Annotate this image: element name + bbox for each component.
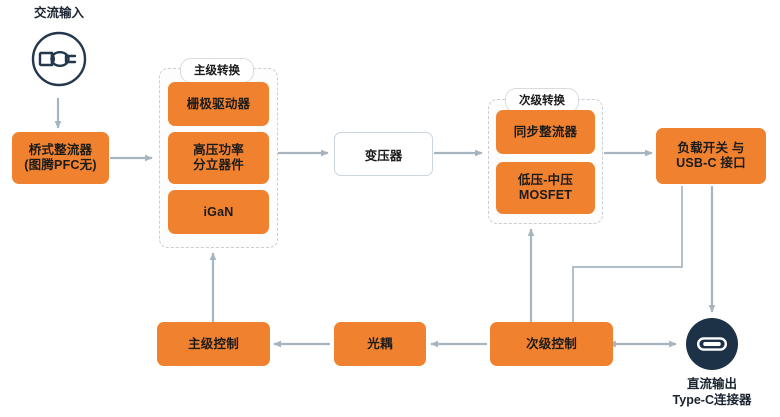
bridge-rectifier-line2: (图腾PFC无) — [24, 158, 97, 172]
gate-driver-block[interactable]: 栅极驱动器 — [168, 82, 269, 126]
gate-driver-label: 栅极驱动器 — [186, 96, 251, 111]
sync-rectifier-label: 同步整流器 — [513, 124, 578, 139]
secondary-conversion-group-label: 次级转换 — [505, 88, 579, 113]
primary-control-block[interactable]: 主级控制 — [157, 322, 270, 366]
igan-label: iGaN — [203, 204, 234, 219]
ac-plug-icon — [30, 30, 88, 88]
optocoupler-block[interactable]: 光耦 — [334, 322, 426, 366]
secondary-control-block[interactable]: 次级控制 — [490, 322, 613, 366]
transformer-label: 变压器 — [364, 148, 403, 163]
usb-c-output-caption-line2: Type-C连接器 — [672, 393, 752, 407]
ac-input-label: 交流输入 — [33, 6, 84, 20]
bridge-rectifier-line1: 桥式整流器 — [28, 143, 93, 157]
usb-c-connector-icon[interactable] — [686, 318, 738, 370]
load-switch-line2: USB-C 接口 — [676, 156, 746, 170]
primary-conversion-group-label: 主级转换 — [180, 58, 254, 83]
igan-block[interactable]: iGaN — [168, 190, 269, 234]
usb-c-output-caption: 直流输出 Type-C连接器 — [642, 376, 780, 408]
primary-control-label: 主级控制 — [188, 336, 239, 351]
optocoupler-label: 光耦 — [367, 336, 393, 351]
bridge-rectifier-block[interactable]: 桥式整流器 (图腾PFC无) — [12, 132, 109, 184]
lv-mv-mosfet-line2: MOSFET — [518, 188, 573, 202]
lv-mv-mosfet-line1: 低压-中压 — [517, 173, 574, 187]
hv-power-discrete-block[interactable]: 高压功率 分立器件 — [168, 132, 269, 184]
lv-mv-mosfet-block[interactable]: 低压-中压 MOSFET — [496, 162, 595, 214]
secondary-control-label: 次级控制 — [526, 336, 577, 351]
sync-rectifier-block[interactable]: 同步整流器 — [496, 110, 595, 154]
hv-power-discrete-line1: 高压功率 — [193, 143, 244, 157]
transformer-block[interactable]: 变压器 — [334, 132, 433, 176]
load-switch-line1: 负载开关 与 — [677, 141, 745, 155]
load-switch-block[interactable]: 负载开关 与 USB-C 接口 — [656, 128, 766, 184]
hv-power-discrete-line2: 分立器件 — [193, 158, 244, 172]
usb-c-output-caption-line1: 直流输出 — [686, 377, 737, 391]
